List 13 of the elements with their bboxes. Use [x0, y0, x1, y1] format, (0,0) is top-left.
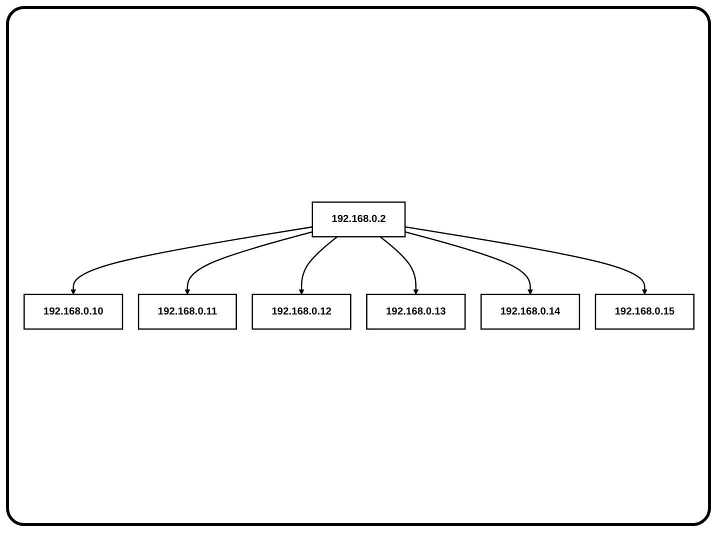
arrow: [184, 232, 312, 296]
arrow: [298, 236, 338, 296]
node-box: 192.168.0.13: [366, 294, 466, 330]
arrow: [404, 232, 533, 296]
arrow: [70, 226, 312, 296]
node-box: 192.168.0.14: [480, 294, 580, 330]
arrow: [404, 226, 647, 296]
node-box: 192.168.0.15: [594, 294, 694, 330]
node-box: 192.168.0.11: [137, 294, 236, 330]
node-box: 192.168.0.12: [251, 294, 351, 330]
node-box: 192.168.0.2: [311, 202, 406, 238]
node-box: 192.168.0.10: [23, 294, 123, 330]
arrow: [379, 236, 418, 296]
